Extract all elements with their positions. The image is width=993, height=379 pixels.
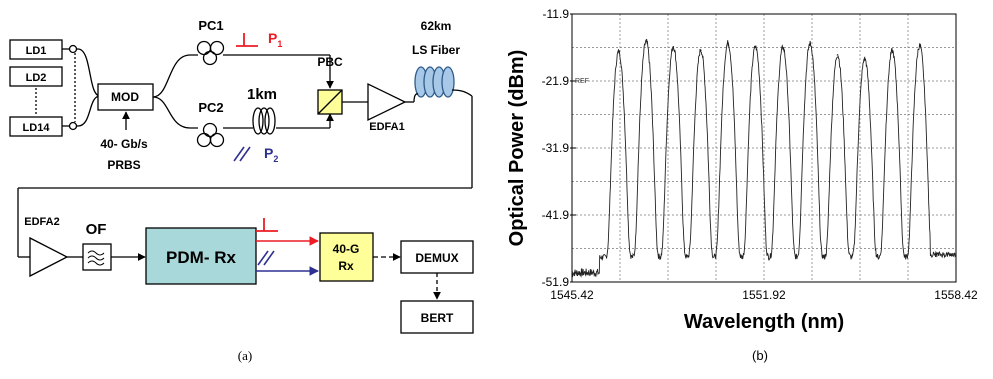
spectrum-peak-point (918, 44, 921, 47)
arm-split (152, 54, 198, 129)
edfa1-amplifier-icon (367, 82, 407, 122)
bert-label: BERT (421, 311, 454, 325)
delay-fiber-coil-icon (252, 107, 276, 135)
pc1-icon (196, 40, 225, 66)
x-tick-label: 1545.42 (550, 288, 594, 302)
setup-labels: LD1 LD2 LD14 MOD 40- Gb/s PRBS PC1 PC2 P… (23, 18, 461, 325)
caption-a: (a) (238, 348, 252, 363)
rx-40g-label-line1: 40-G (333, 242, 360, 256)
rx-40g-box (319, 232, 374, 282)
p2-label: P (264, 145, 273, 161)
spectrum-peak-point (782, 46, 784, 49)
mod-box (97, 83, 154, 111)
ld1-label: LD1 (26, 45, 47, 57)
spectrum-trace (571, 38, 957, 278)
svg-text:P2: P2 (264, 145, 278, 164)
y-tick-labels: -11.9 -21.9 -31.9 -41.9 -51.9 (542, 7, 576, 289)
spectrum-peak-point (809, 42, 811, 45)
pc1-label: PC1 (198, 18, 223, 33)
spectrum-peak-point (672, 46, 675, 48)
pdm-rx-box (145, 227, 257, 285)
caption-b: (b) (752, 348, 768, 363)
y-tick-label: -31.9 (542, 141, 570, 155)
spectrum-peak-point (699, 49, 702, 51)
y-axis-label: Optical Power (dBm) (506, 50, 528, 247)
pc2-label: PC2 (198, 100, 223, 115)
spectrum-peaks (617, 40, 921, 60)
pc2-icon (196, 122, 225, 148)
p2-polarization-icon (233, 146, 251, 162)
pc-loop-icon (68, 44, 78, 54)
spectrum-chart: -11.9 -21.9 -31.9 -41.9 -51.9 1545.42 1551.92… (506, 7, 978, 333)
ld14-label: LD14 (23, 122, 51, 134)
spectrum-peak-point (617, 50, 620, 53)
coupler-line (77, 48, 101, 127)
rx-40g-label-line2: Rx (338, 259, 354, 273)
setup-diagram (9, 33, 474, 334)
spectrum-peak-point (727, 42, 729, 44)
x-tick-label: 1558.42 (934, 288, 978, 302)
spectrum-peak-point (891, 50, 893, 52)
prbs-label-line1: 40- Gb/s (100, 137, 148, 151)
delay-label: 1km (247, 86, 277, 103)
p1-label: P (268, 30, 277, 46)
pbc-label: PBC (317, 55, 343, 69)
laser-box-ld2 (9, 66, 63, 87)
p1-polarization-icon (236, 33, 258, 47)
svg-text:P1: P1 (268, 30, 282, 49)
filter-wave-icon (87, 250, 105, 266)
ref-marker: REF (575, 78, 589, 85)
x-tick-label: 1551.92 (742, 288, 786, 302)
p2-subscript: 2 (273, 154, 278, 164)
spectrum-peak-point (863, 58, 866, 60)
demux-label: DEMUX (415, 251, 458, 265)
edfa1-label: EDFA1 (369, 121, 404, 133)
of-label: OF (86, 221, 107, 238)
x-tick-labels: 1545.42 1551.92 1558.42 (550, 288, 978, 302)
prbs-label-line2: PRBS (107, 158, 140, 172)
chart-grid (572, 14, 956, 282)
y-tick-label: -21.9 (542, 74, 570, 88)
pdm-rx-label: PDM- Rx (166, 248, 236, 267)
ld2-label: LD2 (26, 72, 47, 84)
x-axis-label: Wavelength (nm) (684, 311, 844, 333)
spectrum-peak-point (754, 46, 757, 48)
bert-box (400, 300, 474, 334)
fiber-spool-icon (414, 66, 455, 98)
mod-label: MOD (111, 90, 139, 104)
y-tick-label: -41.9 (542, 208, 570, 222)
y-tick-label: -11.9 (543, 7, 570, 21)
fiber-label-line1: 62km (421, 19, 452, 33)
edfa2-amplifier-icon (29, 236, 69, 278)
y-tick-label: -51.9 (542, 275, 570, 289)
spectrum-peak-point (836, 54, 839, 56)
p1-subscript: 1 (277, 39, 282, 49)
fiber-label-line2: LS Fiber (412, 43, 460, 57)
spectrum-peak-point (645, 40, 647, 43)
edfa2-label: EDFA2 (24, 216, 59, 228)
optical-filter-box (82, 243, 112, 271)
